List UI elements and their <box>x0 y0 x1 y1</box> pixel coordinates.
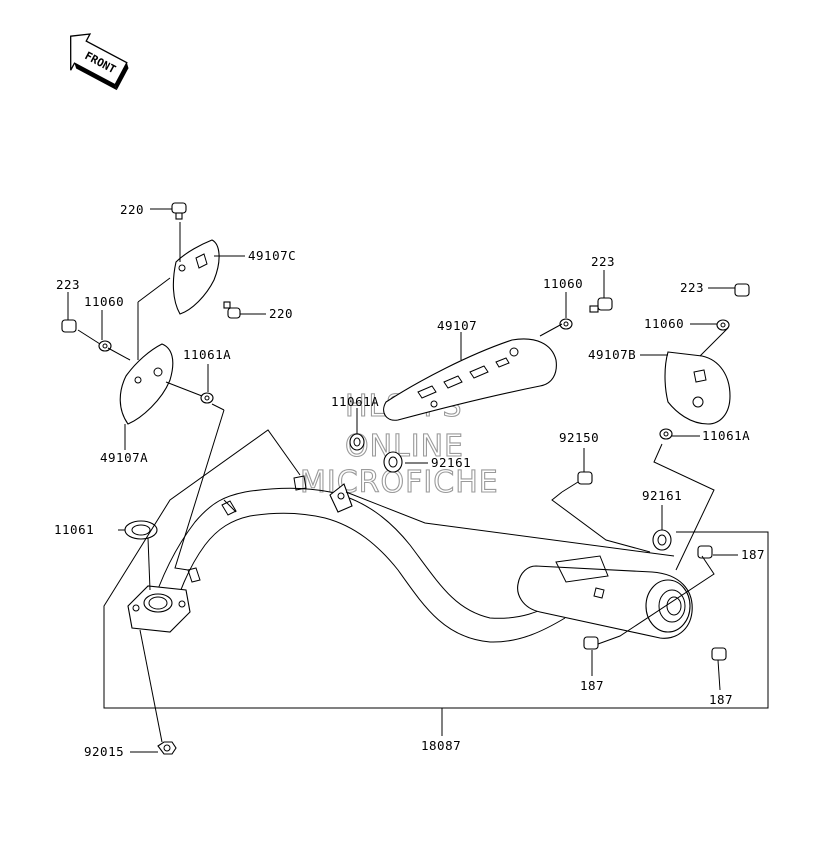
bolt-223-right-icon <box>734 283 750 297</box>
part-label-11060-right: 11060 <box>644 316 684 331</box>
part-label-92161-mid: 92161 <box>431 455 471 470</box>
part-label-49107: 49107 <box>437 318 477 333</box>
bolt-187-bottom-right-icon <box>711 647 727 661</box>
part-label-11061A-right: 11061A <box>702 428 750 443</box>
nut-92015-icon <box>157 741 177 755</box>
part-label-187-bottom-right: 187 <box>709 692 733 707</box>
part-label-11061: 11061 <box>54 522 94 537</box>
bolt-220-top-icon <box>171 202 187 220</box>
part-label-49107B: 49107B <box>588 347 636 362</box>
part-label-92161-right: 92161 <box>642 488 682 503</box>
part-label-11061A-left: 11061A <box>183 347 231 362</box>
leader-lines <box>67 208 769 753</box>
washer-11060-mid-icon <box>559 318 573 330</box>
bolt-187-bottom-mid-icon <box>583 636 599 650</box>
part-label-49107C: 49107C <box>248 248 296 263</box>
bolt-92150-icon <box>561 471 593 493</box>
heat-guard-49107A <box>119 343 174 425</box>
part-labels: 220 49107C 220 223 11060 11061A 49107A 1… <box>54 202 765 759</box>
bolt-187-right-icon <box>697 545 713 559</box>
part-label-11060-mid: 11060 <box>543 276 583 291</box>
washer-11060-left-icon <box>98 340 112 352</box>
pipe-flange <box>127 585 191 633</box>
part-label-49107A: 49107A <box>100 450 148 465</box>
heat-guard-49107 <box>383 338 557 421</box>
exhaust-pipe <box>149 475 566 643</box>
grommet-92161-mid-icon <box>383 451 403 473</box>
part-label-92015: 92015 <box>84 744 124 759</box>
gasket-11061-icon <box>124 520 158 540</box>
part-label-223-mid: 223 <box>591 254 615 269</box>
part-label-187-bottom-mid: 187 <box>580 678 604 693</box>
part-label-187-right: 187 <box>741 547 765 562</box>
part-label-18087: 18087 <box>421 738 461 753</box>
part-label-92150: 92150 <box>559 430 599 445</box>
heat-guard-49107C <box>172 239 220 315</box>
grommet-92161-right-icon <box>652 529 672 551</box>
part-label-220-bottom: 220 <box>269 306 293 321</box>
muffler <box>517 555 693 639</box>
washer-11061A-left-icon <box>200 392 214 404</box>
part-label-223-left: 223 <box>56 277 80 292</box>
part-label-223-right: 223 <box>680 280 704 295</box>
part-label-220-top: 220 <box>120 202 144 217</box>
heat-guard-49107B <box>664 351 731 425</box>
part-label-11061A-mid: 11061A <box>331 394 379 409</box>
front-arrow-icon: FRONT <box>70 33 129 91</box>
bolt-220-bottom-icon <box>223 301 241 319</box>
part-label-11060-left: 11060 <box>84 294 124 309</box>
washer-11061A-mid-icon <box>349 433 365 451</box>
washer-11060-right-icon <box>716 319 730 331</box>
watermark-line-2: ONLINE <box>345 429 464 464</box>
pipe-bracket <box>329 483 353 513</box>
bolt-223-left-icon <box>61 319 77 333</box>
washer-11061A-right-icon <box>659 428 673 440</box>
bolt-223-mid-icon <box>589 297 613 313</box>
